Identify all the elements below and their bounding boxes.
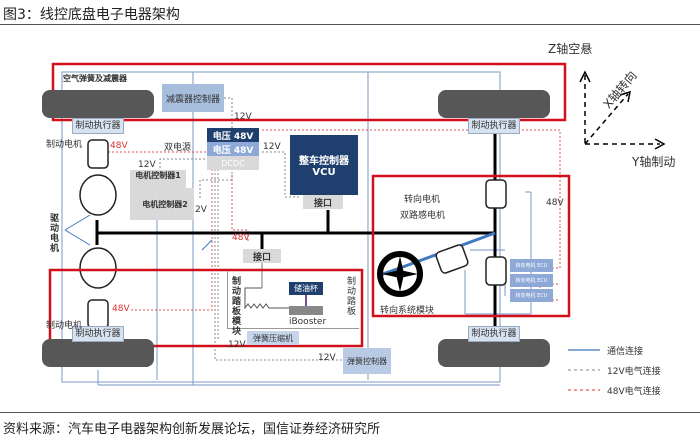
v12-dcdc: 12V: [263, 142, 281, 152]
wheel-rear-right: [438, 339, 550, 367]
z-axis-label: Z轴空悬: [548, 42, 593, 56]
wheel-rear-left: [42, 339, 154, 367]
reservoir-box: 储油杯: [289, 282, 323, 295]
v48-front: 48V: [110, 141, 128, 151]
ecu-box-1: 转向电机 ECU: [510, 259, 553, 272]
vcu-subtitle: VCU: [312, 167, 336, 178]
legend-48v: 48V电气连接: [607, 387, 661, 397]
legend-12v: 12V电气连接: [607, 367, 661, 377]
wheel-front-left: [42, 90, 154, 118]
vcu-interface: 接口: [303, 195, 343, 209]
spring-controller: 弹簧控制器: [343, 348, 391, 374]
v12-motor: 12V: [138, 160, 156, 170]
steer-module-label: 转向系统模块: [380, 306, 435, 316]
figure-title: 图3：线控底盘电子电器架构: [3, 7, 180, 23]
pedal-interface: 接口: [243, 249, 281, 263]
brake-actuator-fl: 制动执行器: [72, 118, 124, 134]
v48-middle: 48V: [232, 233, 250, 243]
steer-motor-label: 转向电机: [404, 195, 441, 205]
v12-spring: 12V: [318, 353, 336, 363]
voltage-48v-box-1: 电压 48V: [207, 128, 259, 142]
v12-compressor: 12V: [228, 340, 246, 350]
air-spring-label: 空气弹簧及减震器: [63, 74, 127, 83]
brake-actuator-fr: 制动执行器: [468, 118, 520, 134]
dcdc-box: DCDC: [207, 156, 259, 170]
y-axis-label: Y轴制动: [632, 155, 676, 169]
damper-controller: 减震器控制器: [162, 84, 224, 112]
dual-sensor-motor-label: 双路感电机: [400, 211, 446, 221]
brake-actuator-rr: 制动执行器: [468, 326, 520, 342]
brake-pedal-module-frame: [227, 271, 359, 329]
brake-pedal-module-label: 制动踏板模块: [230, 276, 240, 336]
vcu-title: 整车控制器: [299, 156, 349, 167]
title-divider: [0, 24, 700, 25]
ibooster-label: iBooster: [289, 317, 327, 327]
brake-motor-label-rear: 制动电机: [46, 321, 83, 331]
source-note: 资料来源：汽车电子电器架构创新发展论坛，国信证券经济研究所: [3, 422, 381, 437]
legend-comm: 通信连接: [607, 347, 644, 357]
wheel-front-right: [438, 90, 550, 118]
ecu-box-3: 转向电机 ECU: [510, 289, 553, 302]
v48-steer: 48V: [546, 198, 564, 208]
brake-pedal-label: 制动踏板: [345, 276, 355, 316]
spring-compressor: 弹簧压缩机: [247, 331, 299, 345]
v48-rear: 48V: [112, 304, 130, 314]
ecu-box-2: 转向电机 ECU: [510, 274, 553, 287]
drive-motor-label: 驱动电机: [48, 213, 58, 253]
v12-damper: 12V: [234, 112, 252, 122]
reservoir-stem: [305, 295, 307, 306]
brake-motor-label-front: 制动电机: [46, 140, 83, 150]
motor-controller-2: 电机控制器2: [136, 188, 194, 220]
source-divider: [0, 412, 700, 413]
brake-actuator-rl: 制动执行器: [72, 326, 124, 342]
v2-label: 2V: [195, 205, 207, 215]
ibooster-body: [289, 306, 323, 315]
dual-power-label: 双电源: [164, 143, 192, 153]
voltage-48v-box-2: 电压 48V: [207, 142, 259, 156]
